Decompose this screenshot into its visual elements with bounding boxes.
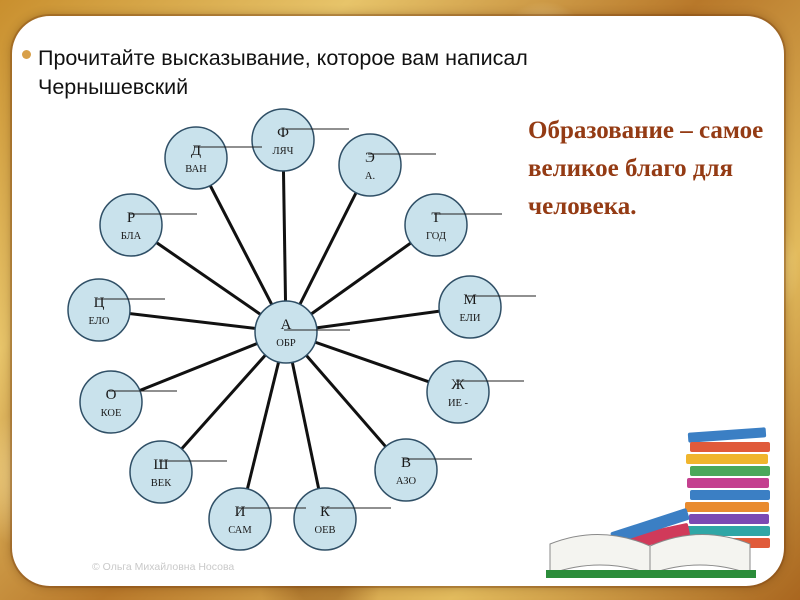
node-fragment: ЛЯЧ [273,146,294,157]
node-fragment: ВЕК [151,478,172,489]
node-letter: Ц [94,295,105,311]
spoke-line [281,139,288,333]
node-letter: К [320,504,331,520]
answer-blanks [97,128,536,509]
node-circle [338,133,402,197]
node-circle [251,108,315,172]
wheel-node-2: Э А. [338,133,402,197]
node-fragment: ИЕ - [448,398,469,409]
author-credit: © Ольга Михайловна Носова [92,561,235,573]
node-fragment: КОЕ [101,408,122,419]
node-circle [374,438,438,502]
node-fragment: ОБР [276,338,296,349]
node-circle [404,193,468,257]
center-node: А ОБР [254,300,318,364]
node-circle [254,300,318,364]
node-circle [426,360,490,424]
node-circle [99,193,163,257]
node-circle [293,487,357,551]
node-circle [208,487,272,551]
node-fragment: ВАН [185,164,207,175]
wheel-node-8: И САМ [208,487,272,551]
node-letter: М [463,292,476,308]
wheel-node-5: Ж ИЕ - [426,360,490,424]
bullet-dot [22,50,31,59]
wheel-node-4: М ЕЛИ [438,275,502,339]
node-fragment: А. [365,171,375,182]
node-circle [67,278,131,342]
wheel-node-3: Т ГОД [404,193,468,257]
slide-heading: Прочитайте высказывание, которое вам нап… [38,46,528,99]
wheel-node-7: К ОЕВ [293,487,357,551]
node-fragment: АЗО [396,476,417,487]
node-fragment: ОЕВ [315,525,336,536]
node-letter: Д [191,143,201,159]
node-circle [438,275,502,339]
node-letter: Ж [451,377,465,393]
wheel-node-13: Д ВАН [164,126,228,190]
node-letter: О [106,387,117,403]
spoke-line [284,331,327,520]
node-letter: И [235,504,246,520]
node-fragment: ГОД [426,231,446,242]
stack-of-books-icon [546,427,770,578]
node-letter: Э [365,150,375,166]
node-letter: Ш [153,457,168,473]
node-fragment: ЕЛО [89,316,110,327]
wheel-node-9: Ш ВЕК [129,440,193,504]
wheel-node-11: Ц ЕЛО [67,278,131,342]
node-fragment: ЕЛИ [460,313,481,324]
node-fragment: САМ [228,525,252,536]
wheel-node-12: Р БЛА [99,193,163,257]
node-letter: Т [431,210,440,226]
node-circle [79,370,143,434]
node-letter: Ф [277,125,289,141]
node-fragment: БЛА [121,231,142,242]
node-letter: А [281,317,292,333]
node-circle [129,440,193,504]
open-book-icon [546,533,756,578]
wheel-node-6: В АЗО [374,438,438,502]
node-letter: Р [127,210,135,226]
spoke-line [238,331,288,520]
node-circle [164,126,228,190]
answer-quote: Образование – самое великое благо для че… [528,117,764,220]
node-letter: В [401,455,411,471]
wheel-node-10: О КОЕ [79,370,143,434]
spoke-line [194,157,288,333]
wheel-node-1: Ф ЛЯЧ [251,108,315,172]
nodes: Ф ЛЯЧ Э А. Т ГОД М ЕЛИ Ж ИЕ - В АЗО К ОЕВ И САМ Ш ВЕК О КОЕ… [67,108,502,551]
